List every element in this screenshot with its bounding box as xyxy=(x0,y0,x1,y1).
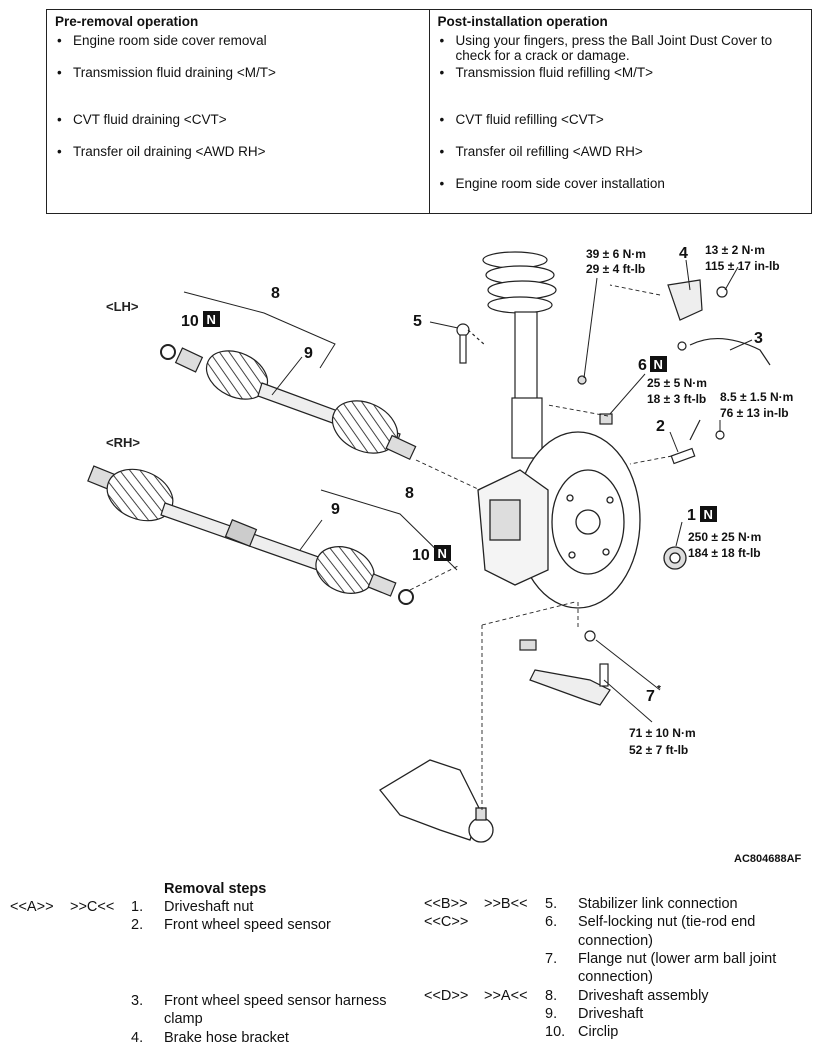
new-part-marks: N N N N xyxy=(203,311,717,561)
rh-driveshaft-illustration xyxy=(87,465,414,605)
step-marker: <<A>> xyxy=(10,899,54,915)
step-text: Front wheel speed sensor harness xyxy=(164,993,387,1009)
callout-8-lh: 8 xyxy=(271,285,280,302)
figure-code: AC804688AF xyxy=(734,853,802,865)
post-item: CVT fluid refilling <CVT> xyxy=(440,112,604,127)
step-marker: <<C>> xyxy=(424,914,469,930)
post-item: Engine room side cover installation xyxy=(440,176,665,191)
step-marker: <<D>> xyxy=(424,988,469,1004)
pre-item: Transmission fluid draining <M/T> xyxy=(57,65,276,80)
callout-10-lh: 10 xyxy=(181,313,199,330)
lh-driveshaft-illustration xyxy=(160,344,417,461)
svg-text:N: N xyxy=(207,312,216,327)
step-number: 8. xyxy=(545,988,558,1004)
new-part-badge: N xyxy=(700,506,717,522)
brake-disc-caliper-illustration xyxy=(477,431,641,609)
driveshaft-nut-illustration xyxy=(663,546,687,570)
step-number: 3. xyxy=(131,993,144,1009)
pre-item: Transfer oil draining <AWD RH> xyxy=(57,144,266,159)
callout-4: 4 xyxy=(679,245,688,262)
callout-5: 5 xyxy=(413,313,422,330)
torque-tierod-nm: 25 ± 5 N·m xyxy=(647,376,707,390)
lower-arm-illustration xyxy=(379,759,494,843)
step-text: Circlip xyxy=(578,1024,619,1040)
post-item: Using your fingers, press the Ball Joint… xyxy=(440,33,786,63)
post-installation-title: Post-installation operation xyxy=(437,14,608,29)
step-text-continued: clamp xyxy=(164,1011,203,1027)
step-number: 9. xyxy=(545,1006,558,1022)
pre-item: Engine room side cover removal xyxy=(57,33,267,48)
lh-label: <LH> xyxy=(106,299,139,314)
callout-3: 3 xyxy=(754,330,763,347)
torque-balljoint-ftlb: 52 ± 7 ft-lb xyxy=(629,743,688,757)
new-part-badge: N xyxy=(203,311,220,327)
torque-bracket-nm: 13 ± 2 N·m xyxy=(705,243,765,257)
stabilizer-link-illustration xyxy=(456,323,486,364)
removal-steps-heading: Removal steps xyxy=(164,881,267,897)
callout-7-asterisk: * xyxy=(657,684,661,695)
post-item: Transfer oil refilling <AWD RH> xyxy=(440,144,643,159)
brake-hose-bracket-illustration xyxy=(667,279,728,321)
callout-2: 2 xyxy=(656,418,665,435)
step-text: Stabilizer link connection xyxy=(578,896,738,912)
torque-balljoint-nm: 71 ± 10 N·m xyxy=(629,726,696,740)
callout-8-rh: 8 xyxy=(405,485,414,502)
callout-9-lh: 9 xyxy=(304,345,313,362)
post-installation-column: Post-installation operation Using your f… xyxy=(428,10,812,213)
torque-strut-nm: 39 ± 6 N·m xyxy=(586,247,646,261)
new-part-badge: N xyxy=(434,545,451,561)
torque-strut-ftlb: 29 ± 4 ft-lb xyxy=(586,262,645,276)
step-text-continued: connection) xyxy=(578,933,653,949)
rh-label: <RH> xyxy=(106,435,140,450)
callout-7: 7 xyxy=(646,688,655,705)
callout-1: 1 xyxy=(687,507,696,524)
step-marker: >>C<< xyxy=(70,899,115,915)
callout-6: 6 xyxy=(638,357,647,374)
step-number: 6. xyxy=(545,914,558,930)
svg-text:N: N xyxy=(438,546,447,561)
torque-bracket-inlb: 115 ± 17 in-lb xyxy=(705,259,780,273)
callout-9-rh: 9 xyxy=(331,501,340,518)
step-marker: >>A<< xyxy=(484,988,528,1004)
svg-text:N: N xyxy=(654,357,663,372)
pre-removal-title: Pre-removal operation xyxy=(55,14,199,29)
callout-10-rh: 10 xyxy=(412,547,430,564)
step-text: Front wheel speed sensor xyxy=(164,917,331,933)
operations-table: Pre-removal operation Engine room side c… xyxy=(46,9,812,214)
svg-text:N: N xyxy=(704,507,713,522)
strut-spring-illustration xyxy=(482,251,557,459)
wheel-speed-sensor-illustration xyxy=(670,419,725,465)
step-number: 10. xyxy=(545,1024,566,1040)
step-marker: >>B<< xyxy=(484,896,528,912)
step-text: Driveshaft assembly xyxy=(578,988,709,1004)
tie-rod-end-illustration xyxy=(519,630,611,706)
removal-steps: Removal steps <<A>> >>C<< 1. Driveshaft … xyxy=(0,878,822,1053)
step-number: 1. xyxy=(131,899,144,915)
step-number: 7. xyxy=(545,951,558,967)
leader-lines xyxy=(409,284,673,810)
step-marker: <<B>> xyxy=(424,896,468,912)
new-part-badge: N xyxy=(650,356,667,372)
pre-removal-column: Pre-removal operation Engine room side c… xyxy=(47,10,429,213)
step-text: Driveshaft nut xyxy=(164,899,254,915)
self-locking-nut-illustration xyxy=(577,375,613,425)
torque-sensor-inlb: 76 ± 13 in-lb xyxy=(720,406,789,420)
step-text: Driveshaft xyxy=(578,1006,644,1022)
torque-hubnut-nm: 250 ± 25 N·m xyxy=(688,530,761,544)
step-text: Self-locking nut (tie-rod end xyxy=(578,914,756,930)
torque-tierod-ftlb: 18 ± 3 ft-lb xyxy=(647,392,706,406)
sensor-harness-clamp-illustration xyxy=(677,337,771,366)
step-number: 5. xyxy=(545,896,558,912)
torque-sensor-nm: 8.5 ± 1.5 N·m xyxy=(720,390,793,404)
pre-item: CVT fluid draining <CVT> xyxy=(57,112,227,127)
torque-hubnut-ftlb: 184 ± 18 ft-lb xyxy=(688,546,761,560)
post-item: Transmission fluid refilling <M/T> xyxy=(440,65,654,80)
step-text: Flange nut (lower arm ball joint xyxy=(578,951,777,967)
step-number: 4. xyxy=(131,1030,144,1046)
step-number: 2. xyxy=(131,917,144,933)
step-text: Brake hose bracket xyxy=(164,1030,289,1046)
driveshaft-exploded-diagram: <LH> <RH> 8 9 10 8 9 10 5 4 3 6 2 1 7 * … xyxy=(87,243,802,865)
step-text-continued: connection) xyxy=(578,969,653,985)
